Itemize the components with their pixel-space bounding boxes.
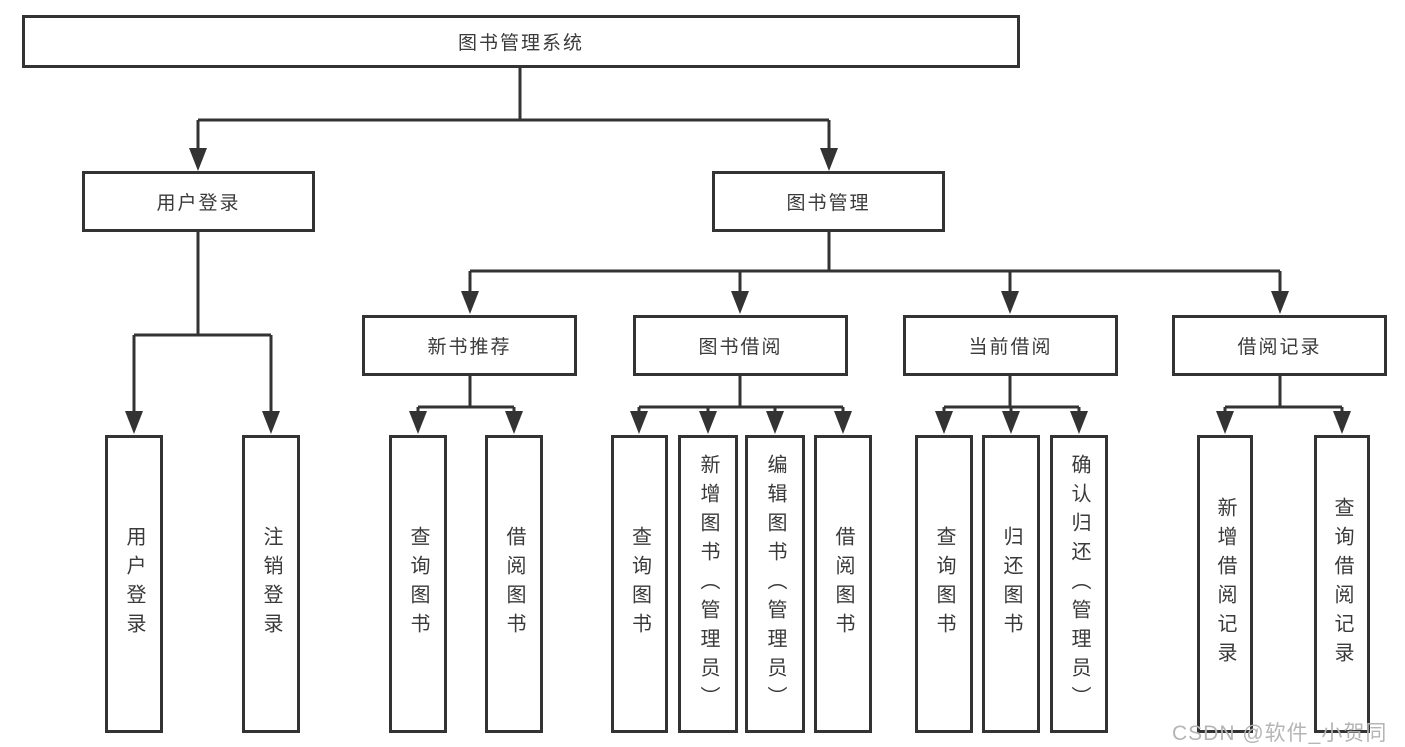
connector-currentborrow-to-leaves bbox=[942, 376, 1081, 415]
leaf-borrow-books-borrow: 借阅图书 bbox=[814, 435, 872, 733]
arrow-down-icon bbox=[505, 411, 523, 434]
arrow-down-icon bbox=[1271, 291, 1289, 314]
leaf-query-books-newbooks: 查询图书 bbox=[389, 435, 447, 733]
arrow-down-icon bbox=[1333, 411, 1351, 434]
connector-root-to-level2 bbox=[196, 68, 831, 152]
arrow-down-icon bbox=[820, 148, 838, 171]
connector-newbooks-to-leaves bbox=[416, 376, 516, 415]
arrow-down-icon bbox=[1001, 291, 1019, 314]
node-new-book-recommend: 新书推荐 bbox=[362, 315, 577, 376]
leaf-add-book-admin: 新增图书（管理员） bbox=[678, 435, 738, 733]
arrow-down-icon bbox=[630, 411, 648, 434]
arrow-down-icon bbox=[125, 411, 143, 434]
arrow-down-icon bbox=[935, 411, 953, 434]
csdn-watermark: CSDN @软件_小贺同学 bbox=[1172, 722, 1388, 745]
node-root-system: 图书管理系统 bbox=[22, 15, 1020, 68]
arrow-down-icon bbox=[189, 148, 207, 171]
leaf-query-books-current: 查询图书 bbox=[915, 435, 973, 733]
arrow-down-icon bbox=[262, 411, 280, 434]
arrow-down-icon bbox=[699, 411, 717, 434]
arrow-down-icon bbox=[1002, 411, 1020, 434]
connector-bookmgmt-to-level3 bbox=[468, 232, 1282, 295]
leaf-return-books: 归还图书 bbox=[982, 435, 1040, 733]
node-book-borrow: 图书借阅 bbox=[633, 315, 848, 376]
connector-userlogin-to-leaves bbox=[132, 232, 273, 415]
leaf-add-borrow-record: 新增借阅记录 bbox=[1197, 435, 1253, 733]
node-book-management: 图书管理 bbox=[712, 171, 945, 232]
node-current-borrow: 当前借阅 bbox=[903, 315, 1118, 376]
leaf-edit-book-admin: 编辑图书（管理员） bbox=[745, 435, 805, 733]
arrow-down-icon bbox=[1070, 411, 1088, 434]
leaf-query-books-borrow: 查询图书 bbox=[611, 435, 668, 733]
arrow-down-icon bbox=[834, 411, 852, 434]
arrow-down-icon bbox=[1216, 411, 1234, 434]
connector-bookborrow-to-leaves bbox=[637, 376, 845, 415]
leaf-query-borrow-record: 查询借阅记录 bbox=[1314, 435, 1370, 733]
arrow-down-icon bbox=[409, 411, 427, 434]
connector-records-to-leaves bbox=[1223, 376, 1344, 415]
node-borrow-records: 借阅记录 bbox=[1172, 315, 1387, 376]
leaf-logout-login: 注销登录 bbox=[242, 435, 300, 733]
node-user-login: 用户登录 bbox=[82, 171, 315, 232]
leaf-borrow-books-newbooks: 借阅图书 bbox=[485, 435, 543, 733]
arrow-down-icon bbox=[731, 291, 749, 314]
leaf-user-login: 用户登录 bbox=[105, 435, 163, 733]
arrow-down-icon bbox=[461, 291, 479, 314]
leaf-confirm-return-admin: 确认归还（管理员） bbox=[1050, 435, 1108, 733]
arrow-down-icon bbox=[766, 411, 784, 434]
